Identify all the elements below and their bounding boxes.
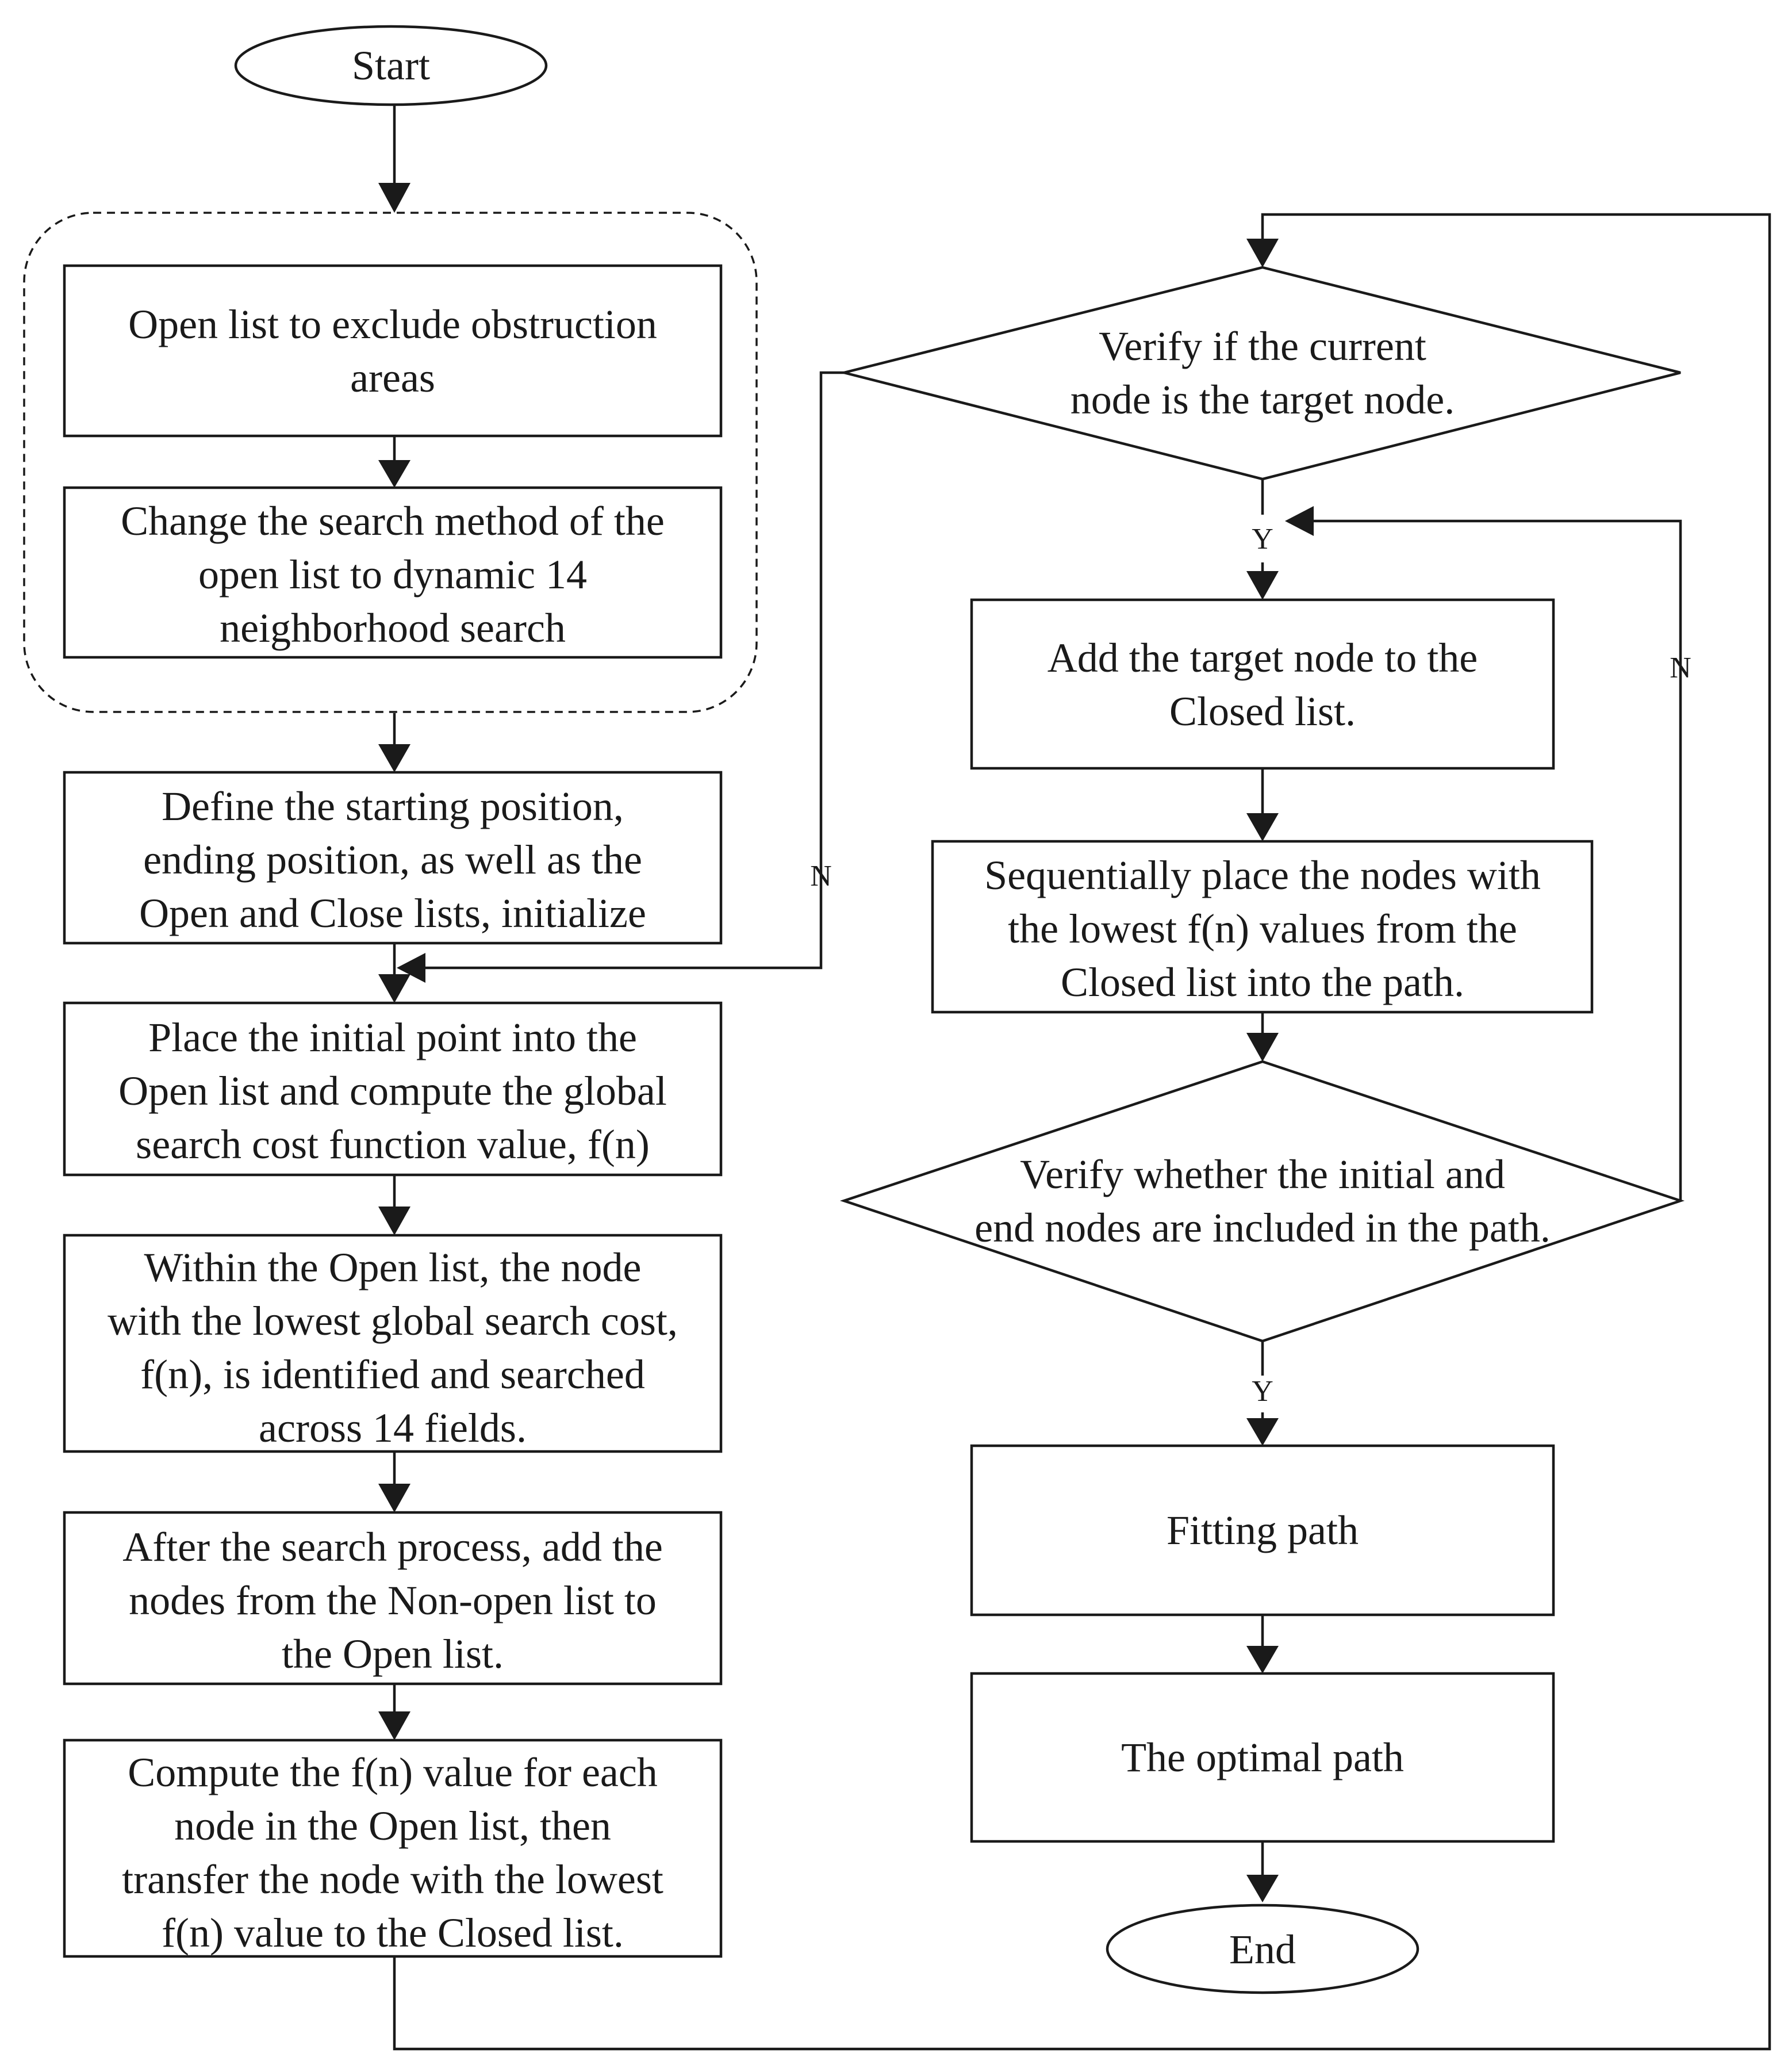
text-line: Add the target node to the [1048,635,1478,681]
text-line: end nodes are included in the path. [974,1205,1551,1251]
text-line: nodes from the Non-open list to [129,1577,657,1623]
arrowhead [397,953,425,983]
text-line: Compute the f(n) value for each [128,1749,658,1795]
start-label: Start [352,43,430,89]
step-place-nodes-path [931,840,1594,1014]
step-place-initial-point [63,1001,723,1177]
arrowhead [378,1484,410,1512]
arrowhead [1246,813,1279,841]
arrowhead [378,744,410,772]
step-identify-lowest-cost [63,1234,723,1453]
text-line: Fitting path [1167,1507,1359,1553]
edge-label-target-no: N [810,860,832,893]
arrowhead [1246,571,1279,600]
end-label: End [1229,1927,1296,1973]
connector-verify-path-no [1314,519,1682,1201]
step-add-nonopen-nodes [63,1511,723,1686]
step-change-search-method [63,486,723,659]
step-exclude-obstruction [63,264,723,438]
step-fitting-path [970,1444,1555,1617]
arrowhead [378,183,410,213]
text-line: the Open list. [282,1631,504,1677]
end-terminal [1106,1904,1419,1994]
arrowhead [1246,1646,1279,1673]
text-line: Place the initial point into the [148,1014,637,1060]
text-line: Open list to exclude obstruction [128,301,657,347]
decision-verify-initial-end [839,1060,1685,1343]
arrowhead [1285,506,1314,536]
text-line: Change the search method of the [121,498,665,544]
edge-label-path-yes: Y [1252,1375,1273,1408]
text-line: Sequentially place the nodes with [984,852,1541,898]
text-line: Verify whether the initial and [1020,1151,1505,1197]
text-line: Open and Close lists, initialize [139,890,646,936]
arrowhead [378,460,410,488]
text-line: areas [350,355,435,401]
text-line: neighborhood search [220,605,566,651]
step-add-target-closed [970,598,1555,770]
text-line: search cost function value, f(n) [136,1121,650,1167]
text-line: ending position, as well as the [143,837,642,883]
text-line: node in the Open list, then [174,1803,611,1849]
step-compute-transfer [63,1738,723,1958]
text-line: Within the Open list, the node [144,1244,642,1290]
arrowhead [1246,1418,1279,1446]
decision-verify-target [843,266,1681,481]
edge-label-path-no: N [1670,652,1691,684]
text-line: Verify if the current [1099,323,1426,369]
start-terminal [234,25,548,106]
text-line: across 14 fields. [259,1405,527,1451]
text-line: f(n), is identified and searched [140,1351,645,1397]
connector-compute-loop-to-verify [393,213,1771,2051]
text-line: Define the starting position, [162,783,624,829]
text-line: Closed list. [1169,688,1356,734]
text-line: Open list and compute the global [118,1068,667,1114]
text-line: After the search process, add the [122,1524,663,1570]
connector-verify-target-no [425,371,844,970]
text-line: transfer the node with the lowest [122,1856,663,1902]
text-line: Closed list into the path. [1061,959,1464,1005]
improvement-group-frame [23,212,758,713]
edge-label-target-yes: Y [1252,523,1273,556]
arrowhead [1246,239,1279,267]
step-optimal-path [970,1672,1555,1843]
text-line: open list to dynamic 14 [198,551,587,598]
text-line: The optimal path [1121,1734,1404,1780]
arrowhead [378,1207,410,1235]
step-define-positions [63,771,723,945]
arrowhead [1246,1033,1279,1062]
text-line: f(n) value to the Closed list. [162,1910,624,1956]
arrowhead [378,974,410,1003]
arrowhead [1246,1875,1279,1902]
text-line: with the lowest global search cost, [108,1298,678,1344]
text-line: node is the target node. [1071,377,1455,423]
text-line: the lowest f(n) values from the [1008,906,1517,952]
arrowhead [378,1711,410,1740]
